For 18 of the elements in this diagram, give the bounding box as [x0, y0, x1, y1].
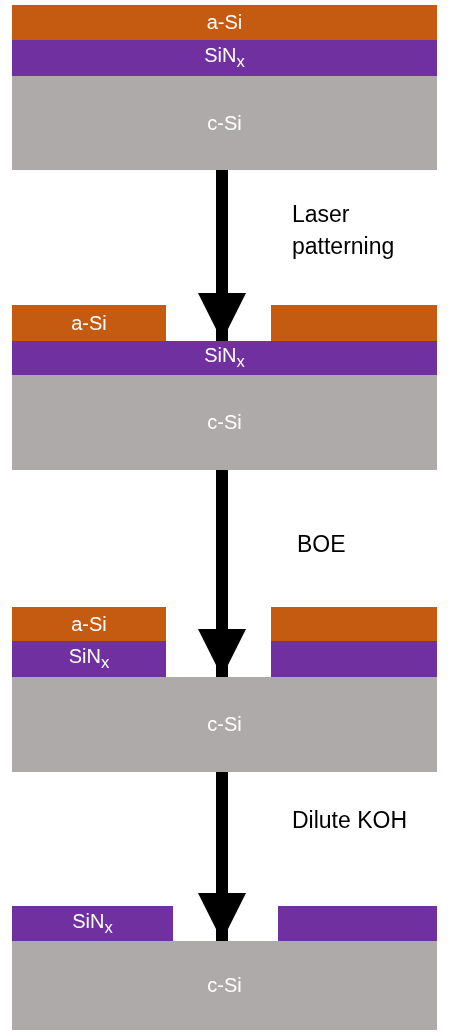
silicon-substrate: c-Si: [12, 941, 437, 1030]
sinx-layer: SiN$_{x}$: [12, 341, 437, 375]
a-si-layer: a-Si: [12, 305, 166, 341]
sinx-layer: [271, 641, 437, 677]
sinx-layer: SiN$_{x}$: [12, 641, 166, 677]
sinx-layer: [278, 906, 437, 941]
silicon-substrate: c-Si: [12, 76, 437, 170]
a-si-layer: [271, 607, 437, 641]
a-si-layer: a-Si: [12, 5, 437, 40]
silicon-substrate: c-Si: [12, 375, 437, 470]
sinx-layer: SiN$_{x}$: [12, 906, 173, 941]
sinx-layer: SiN$_{x}$: [12, 40, 437, 76]
silicon-substrate: c-Si: [12, 677, 437, 772]
arrow: [198, 772, 246, 941]
a-si-layer: [271, 305, 437, 341]
arrow: [198, 470, 246, 677]
a-si-layer: a-Si: [12, 607, 166, 641]
arrow: [198, 170, 246, 341]
